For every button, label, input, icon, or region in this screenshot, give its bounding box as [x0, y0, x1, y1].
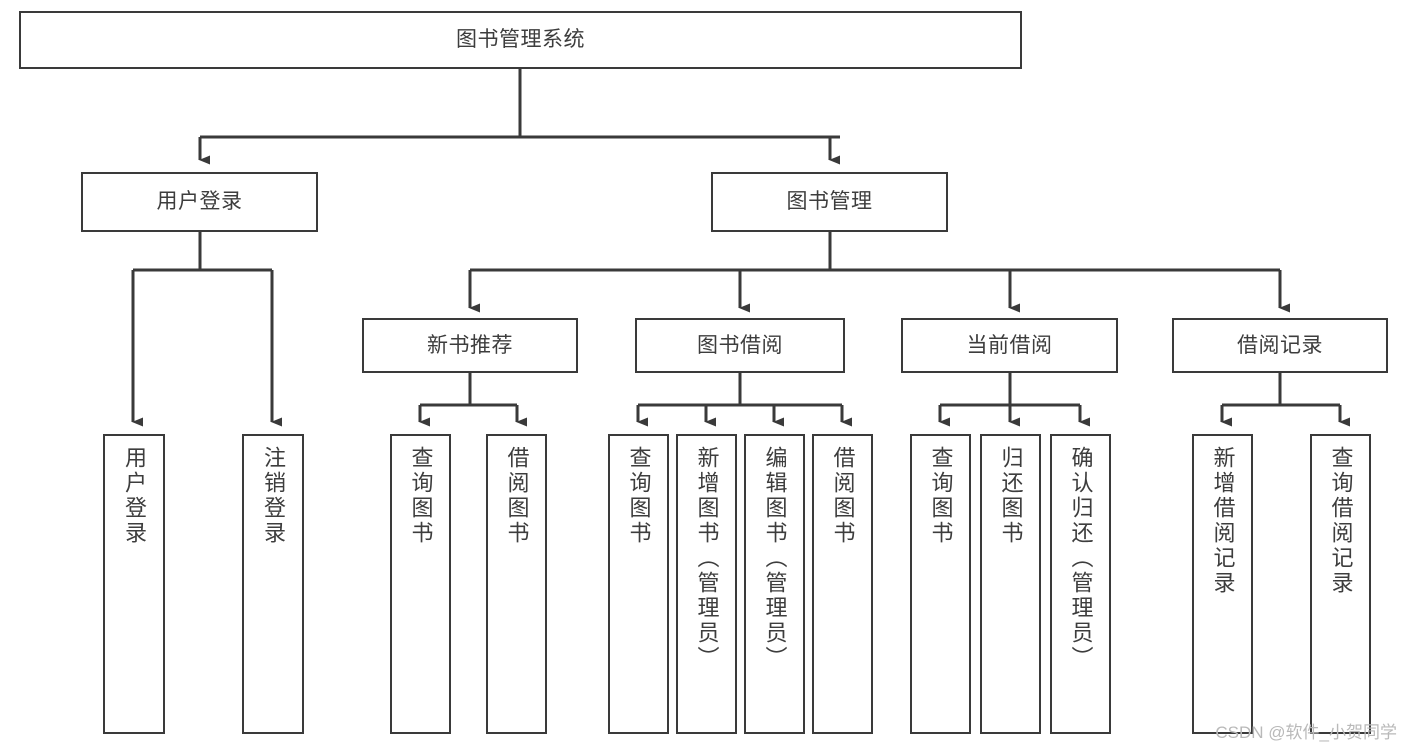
node-label: 借阅图书 — [504, 446, 530, 546]
node-label: 图书管理系统 — [456, 28, 585, 52]
node-borrow-record[interactable]: 借阅记录 — [1172, 318, 1388, 373]
node-label: 查询借阅记录 — [1328, 446, 1354, 596]
node-book-borrow[interactable]: 图书借阅 — [635, 318, 845, 373]
leaf-add-borrow-record[interactable]: 新增借阅记录 — [1192, 434, 1253, 734]
node-new-book-recommend[interactable]: 新书推荐 — [362, 318, 578, 373]
node-label: 查询图书 — [626, 446, 652, 546]
node-label: 新增图书（管理员） — [694, 446, 720, 671]
leaf-return-book[interactable]: 归还图书 — [980, 434, 1041, 734]
leaf-add-book-admin[interactable]: 新增图书（管理员） — [676, 434, 737, 734]
watermark: CSDN @软件_小贺同学 — [1215, 723, 1397, 742]
node-label: 新书推荐 — [427, 333, 513, 357]
node-user-login[interactable]: 用户登录 — [81, 172, 318, 232]
node-label: 借阅图书 — [830, 446, 856, 546]
node-label: 确认归还（管理员） — [1068, 446, 1094, 671]
leaf-confirm-return-admin[interactable]: 确认归还（管理员） — [1050, 434, 1111, 734]
node-label: 归还图书 — [998, 446, 1024, 546]
leaf-query-book-borrow[interactable]: 查询图书 — [608, 434, 669, 734]
leaf-query-book-recommend[interactable]: 查询图书 — [390, 434, 451, 734]
leaf-query-borrow-record[interactable]: 查询借阅记录 — [1310, 434, 1371, 734]
node-label: 图书借阅 — [697, 333, 783, 357]
leaf-edit-book-admin[interactable]: 编辑图书（管理员） — [744, 434, 805, 734]
node-label: 借阅记录 — [1237, 333, 1323, 357]
node-label: 编辑图书（管理员） — [762, 446, 788, 671]
leaf-logout[interactable]: 注销登录 — [242, 434, 304, 734]
leaf-borrow-book[interactable]: 借阅图书 — [812, 434, 873, 734]
node-current-borrow[interactable]: 当前借阅 — [901, 318, 1118, 373]
leaf-borrow-book-recommend[interactable]: 借阅图书 — [486, 434, 547, 734]
node-label: 新增借阅记录 — [1210, 446, 1236, 596]
node-label: 注销登录 — [261, 446, 286, 546]
node-book-management[interactable]: 图书管理 — [711, 172, 948, 232]
node-label: 查询图书 — [928, 446, 954, 546]
node-label: 当前借阅 — [966, 333, 1053, 357]
node-label: 查询图书 — [408, 446, 434, 546]
leaf-query-book-current[interactable]: 查询图书 — [910, 434, 971, 734]
node-label: 用户登录 — [156, 190, 243, 214]
node-book-management-system[interactable]: 图书管理系统 — [19, 11, 1022, 69]
leaf-user-login[interactable]: 用户登录 — [103, 434, 165, 734]
node-label: 用户登录 — [122, 446, 147, 546]
node-label: 图书管理 — [786, 190, 873, 214]
